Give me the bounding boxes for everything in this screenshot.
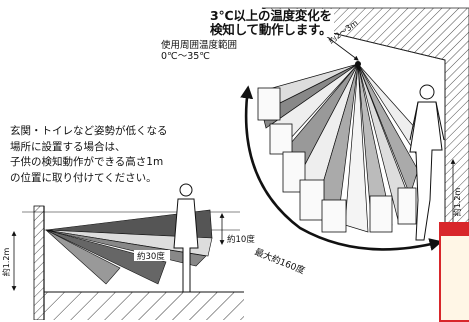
side-view-diagram: 約1.2m 約10度 約30度 [1, 183, 255, 320]
beam [45, 229, 167, 285]
person-figure-side [173, 183, 199, 293]
height-label-top: 約1.2m [452, 188, 462, 217]
warning-box-header [441, 224, 469, 236]
note-line-4: の位置に取り付けてください。 [10, 171, 157, 184]
block [369, 195, 393, 233]
beam [45, 229, 121, 285]
temperature-range-value: 0℃～35℃ [161, 51, 210, 62]
block [397, 187, 417, 225]
detection-heading: 3℃以上の温度変化を 検知して動作します。 [208, 9, 334, 37]
temperature-range: 使用周囲温度範囲 0℃～35℃ [161, 40, 238, 62]
block [269, 123, 293, 155]
block [321, 199, 347, 233]
height-label-side: 約1.2m [1, 248, 11, 277]
installation-note: 玄関・トイレなど姿勢が低くなる 場所に設置する場合は、 子供の検知動作ができる高… [10, 124, 168, 186]
heading-line-1: 3℃以上の温度変化を [210, 8, 332, 23]
note-line-1: 玄関・トイレなど姿勢が低くなる [10, 125, 168, 137]
angle-label: 最大約160度 [253, 246, 307, 277]
block [257, 87, 281, 121]
angle-arc [240, 85, 443, 251]
side-floor [44, 292, 244, 320]
warning-box-edge [439, 222, 469, 322]
side-wall [33, 205, 45, 320]
upper-angle-label: 約10度 [227, 234, 255, 245]
note-line-2: 場所に設置する場合は、 [10, 140, 126, 153]
block [299, 179, 325, 221]
side-beams [45, 209, 213, 285]
note-line-3: 子供の検知動作ができる高さ1m [10, 156, 164, 168]
lower-angle-label: 約30度 [137, 251, 165, 262]
temperature-range-label: 使用周囲温度範囲 [161, 40, 238, 51]
top-detection-diagram: 約2～3m 約1.2m 最大約160度 [240, 7, 469, 277]
heading-line-2: 検知して動作します。 [210, 22, 332, 37]
